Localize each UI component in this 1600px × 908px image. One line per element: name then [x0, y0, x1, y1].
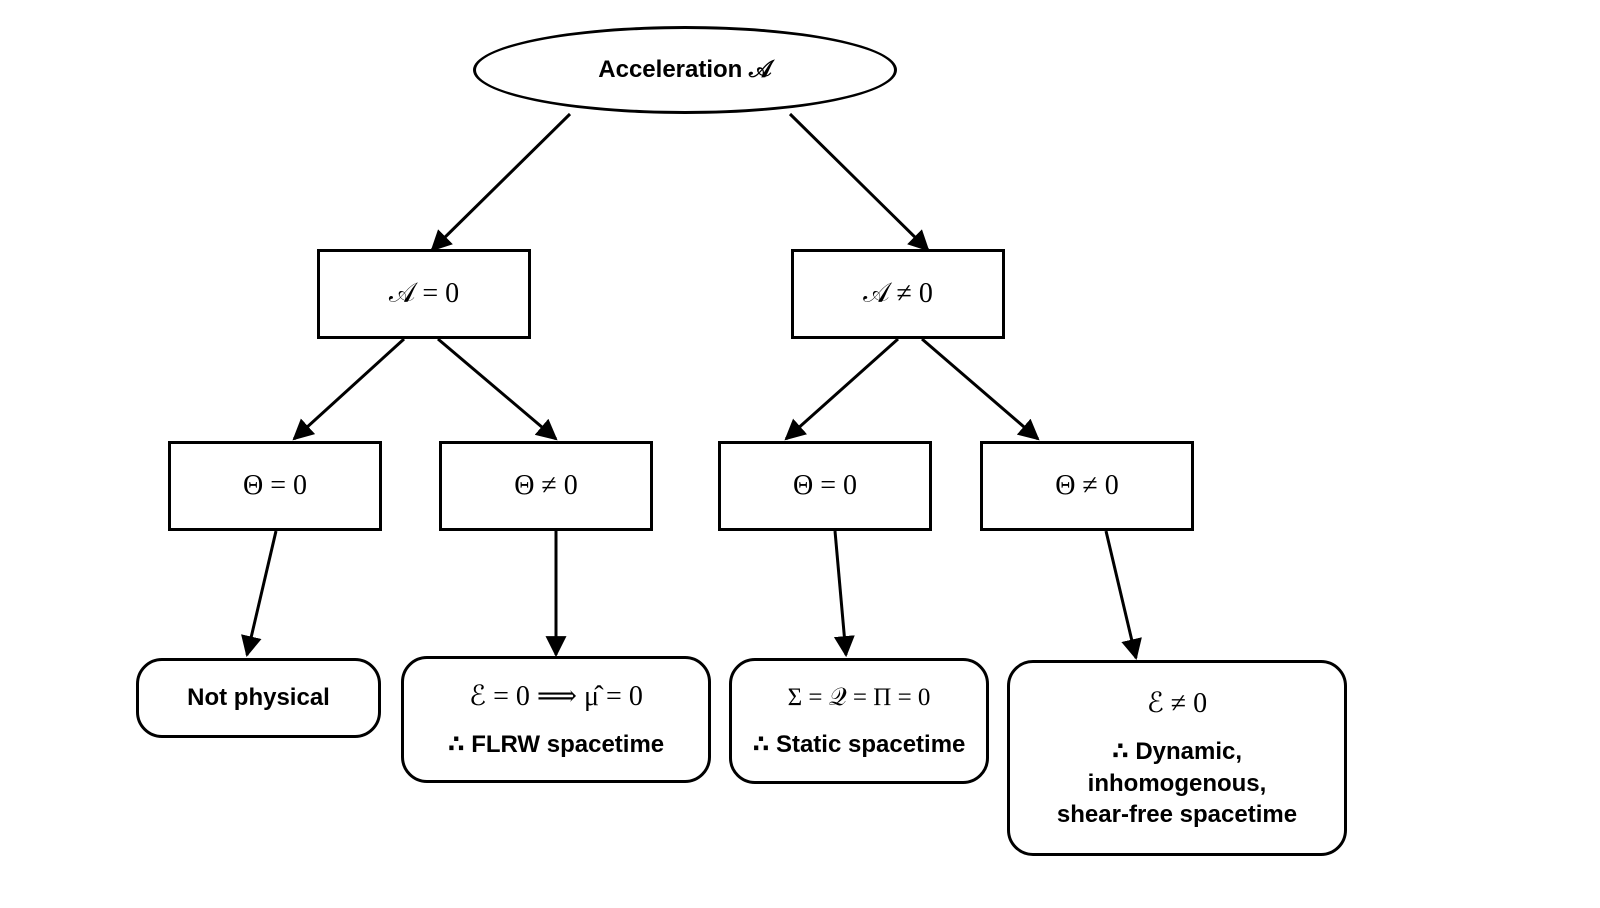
node-a-equals-zero-label: 𝒜 = 0: [388, 277, 460, 309]
outcome-dynamic: ℰ ≠ 0 ∴ Dynamic, inhomogenous, shear-fre…: [1007, 660, 1347, 856]
root-label: Acceleration 𝒜: [598, 56, 772, 84]
outcome-static-equation: Σ = 𝒬 = Π = 0: [787, 684, 931, 712]
edge-root-to-a-zero: [430, 112, 572, 252]
node-theta-zero-right: Θ = 0: [718, 441, 932, 531]
node-theta-zero-right-label: Θ = 0: [792, 469, 857, 501]
outcome-not-physical: Not physical: [136, 658, 381, 738]
node-theta-zero-left-label: Θ = 0: [242, 469, 307, 501]
outcome-static-conclusion: ∴ Static spacetime: [752, 730, 966, 758]
node-theta-not-zero-right: Θ ≠ 0: [980, 441, 1194, 531]
outcome-flrw-conclusion: ∴ FLRW spacetime: [447, 731, 665, 759]
outcome-dynamic-conclusion-line-1: ∴ Dynamic,: [1111, 738, 1243, 766]
root-node-acceleration: Acceleration 𝒜: [473, 26, 897, 114]
node-theta-zero-left: Θ = 0: [168, 441, 382, 531]
outcome-not-physical-label: Not physical: [187, 684, 330, 712]
node-a-not-zero: 𝒜 ≠ 0: [791, 249, 1005, 339]
outcome-flrw-equation: ℰ = 0 ⟹ μ̂ = 0: [469, 680, 643, 712]
node-a-not-zero-label: 𝒜 ≠ 0: [863, 277, 933, 309]
node-theta-not-zero-left-label: Θ ≠ 0: [514, 469, 578, 501]
outcome-dynamic-equation: ℰ ≠ 0: [1146, 688, 1208, 720]
outcome-flrw: ℰ = 0 ⟹ μ̂ = 0 ∴ FLRW spacetime: [401, 656, 711, 783]
node-theta-not-zero-left: Θ ≠ 0: [439, 441, 653, 531]
outcome-dynamic-conclusion-line-2: inhomogenous,: [1087, 769, 1267, 797]
edge-a-nonzero-to-theta-zero: [784, 337, 899, 441]
node-theta-not-zero-right-label: Θ ≠ 0: [1055, 469, 1119, 501]
edge-to-not-physical: [241, 530, 278, 658]
edge-root-to-a-nonzero: [788, 112, 930, 252]
outcome-dynamic-conclusion-line-3: shear-free spacetime: [1056, 800, 1298, 828]
edge-to-dynamic: [1104, 530, 1142, 661]
outcome-static: Σ = 𝒬 = Π = 0 ∴ Static spacetime: [729, 658, 989, 784]
node-a-equals-zero: 𝒜 = 0: [317, 249, 531, 339]
edge-to-static: [833, 530, 855, 658]
edge-a-zero-to-theta-zero: [292, 337, 406, 441]
edge-a-nonzero-to-theta-nonzero: [921, 337, 1040, 441]
edge-a-zero-to-theta-nonzero: [437, 337, 558, 441]
